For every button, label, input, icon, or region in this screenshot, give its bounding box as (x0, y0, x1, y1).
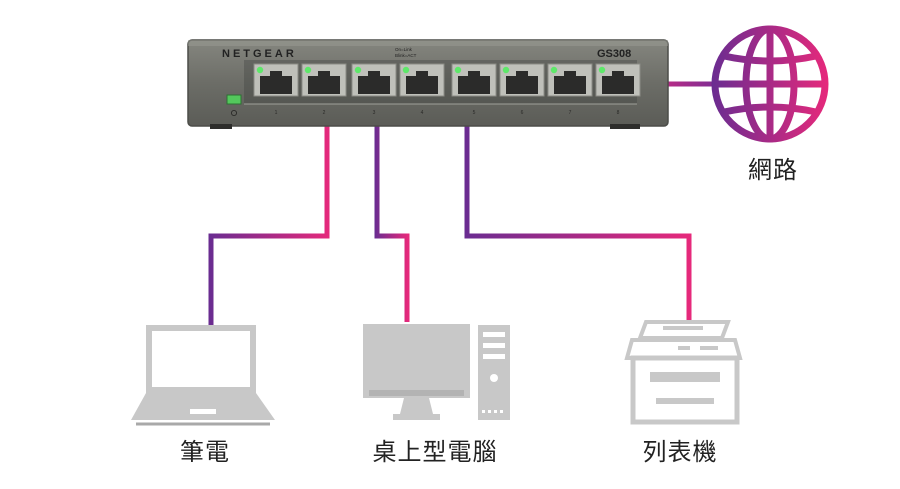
switch-port (499, 63, 545, 97)
switch-port (595, 63, 641, 97)
port-led (550, 66, 558, 74)
printer-icon (624, 320, 743, 425)
port-number-label: 2 (323, 110, 326, 116)
network-switch: NETGEAR On=Link Blink=ACT GS308 1 2 3 4 5 6 7 8 (187, 39, 669, 129)
switch-ports (253, 63, 641, 97)
desktop-computer-icon (363, 324, 510, 420)
switch-led-legend-1: On=Link (395, 47, 413, 52)
switch-port (451, 63, 497, 97)
switch-port-numbers: 1 2 3 4 5 6 7 8 (275, 110, 620, 116)
power-icon (230, 109, 238, 117)
laptop-label: 筆電 (180, 438, 230, 466)
port-led (256, 66, 264, 74)
printer-label: 列表機 (642, 438, 718, 466)
port-number-label: 3 (373, 110, 376, 116)
port-number-label: 6 (521, 110, 524, 116)
cable-desktop (374, 84, 410, 322)
port-led (402, 66, 410, 74)
port-number-label: 4 (421, 110, 424, 116)
switch-brand: NETGEAR (222, 48, 297, 60)
cable-laptop (208, 84, 330, 326)
switch-port (351, 63, 397, 97)
cable-printer (464, 84, 692, 320)
port-number-label: 8 (617, 110, 620, 116)
port-led (502, 66, 510, 74)
power-led (226, 94, 242, 105)
desktop-label: 桌上型電腦 (372, 438, 498, 466)
switch-port (301, 63, 347, 97)
port-number-label: 5 (473, 110, 476, 116)
switch-led-legend-2: Blink=ACT (395, 53, 417, 58)
switch-port (253, 63, 299, 97)
switch-model: GS308 (597, 48, 631, 60)
port-number-label: 7 (569, 110, 572, 116)
port-led (304, 66, 312, 74)
port-led (454, 66, 462, 74)
port-number-label: 1 (275, 110, 278, 116)
switch-port (547, 63, 593, 97)
port-led (598, 66, 606, 74)
laptop-icon (131, 325, 275, 426)
globe-icon (711, 25, 829, 143)
port-led (354, 66, 362, 74)
switch-port (399, 63, 445, 97)
internet-label: 網路 (748, 156, 798, 184)
